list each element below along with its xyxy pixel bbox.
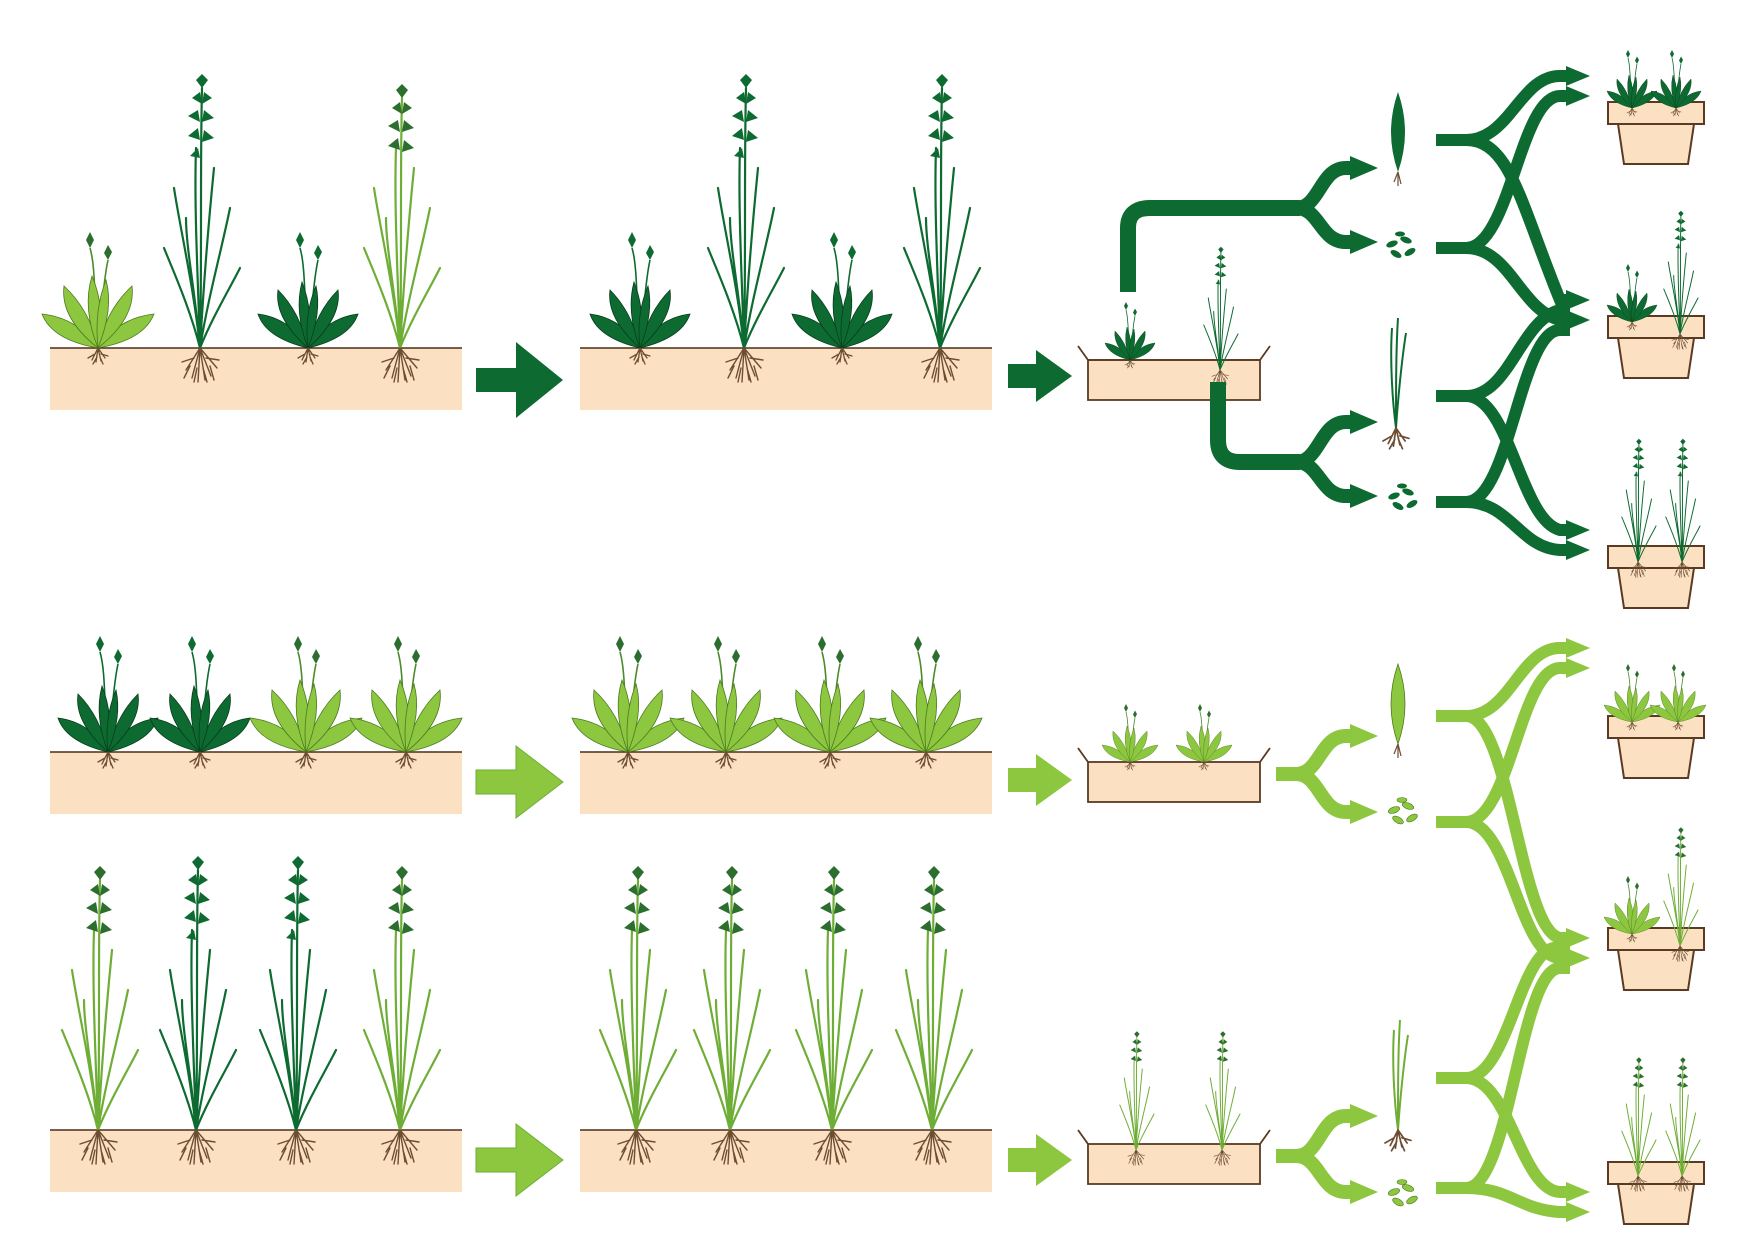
row-plantain [50,636,1419,826]
tray-icon [1077,345,1271,401]
grass-icon [260,856,336,1164]
row-grass [50,856,1419,1208]
plantain-icon [350,636,462,768]
pot-icon [1607,1161,1705,1225]
seed-cluster-icon [1387,483,1419,512]
tray-icon [1077,1129,1271,1185]
arrow-icon [1008,754,1072,806]
arrow-icon [476,342,563,418]
plantain-icon [150,636,250,768]
pot-icon [1607,715,1705,779]
plantain-icon [670,636,782,768]
pots-light [1604,664,1706,1225]
grass-icon [904,74,980,382]
grass-icon [708,74,784,382]
tray-icon [1077,747,1271,803]
leaf-cutting-icon [1390,663,1406,759]
seed-cluster-icon [1385,231,1417,260]
plantain-icon [1176,704,1232,770]
plantain-icon [1105,302,1155,368]
grass-icon [600,866,676,1164]
plantain-icon [250,636,362,768]
plantain-icon [572,636,684,768]
plantain-icon [58,636,158,768]
pot-icon [1607,101,1705,165]
arrow-icon [1008,350,1072,402]
arrow-icon [1008,1134,1072,1186]
plantain-icon [870,636,982,768]
arrow-icon [475,1122,564,1198]
tiller-icon [1383,318,1409,449]
pot-fanout-light [1436,638,1590,1222]
plantain-icon [258,232,358,364]
grass-icon [164,74,240,382]
soil-bed-1b [580,348,992,410]
soil-bed-2a [50,752,462,814]
soil-bed-1a [50,348,462,410]
plantain-icon [774,636,886,768]
seed-cluster-icon [1387,1179,1419,1208]
row-mixed [42,50,1705,609]
plantain-icon [590,232,690,364]
plantain-icon [792,232,892,364]
pot-icon [1607,927,1705,991]
tiller-icon [1385,1020,1411,1151]
grass-icon [364,84,440,382]
soil-bed-2b [580,752,992,814]
pot-icon [1607,315,1705,379]
grass-icon [796,866,872,1164]
leaf-cutting-icon [1390,91,1406,187]
plantain-icon [42,232,154,364]
seed-cluster-icon [1387,797,1419,826]
arrow-icon [475,744,564,820]
grass-icon [364,866,440,1164]
plantain-icon [1102,704,1158,770]
pot-icon [1607,545,1705,609]
grass-icon [694,866,770,1164]
grass-icon [62,866,138,1164]
grass-icon [160,856,236,1164]
grass-icon [896,866,972,1164]
